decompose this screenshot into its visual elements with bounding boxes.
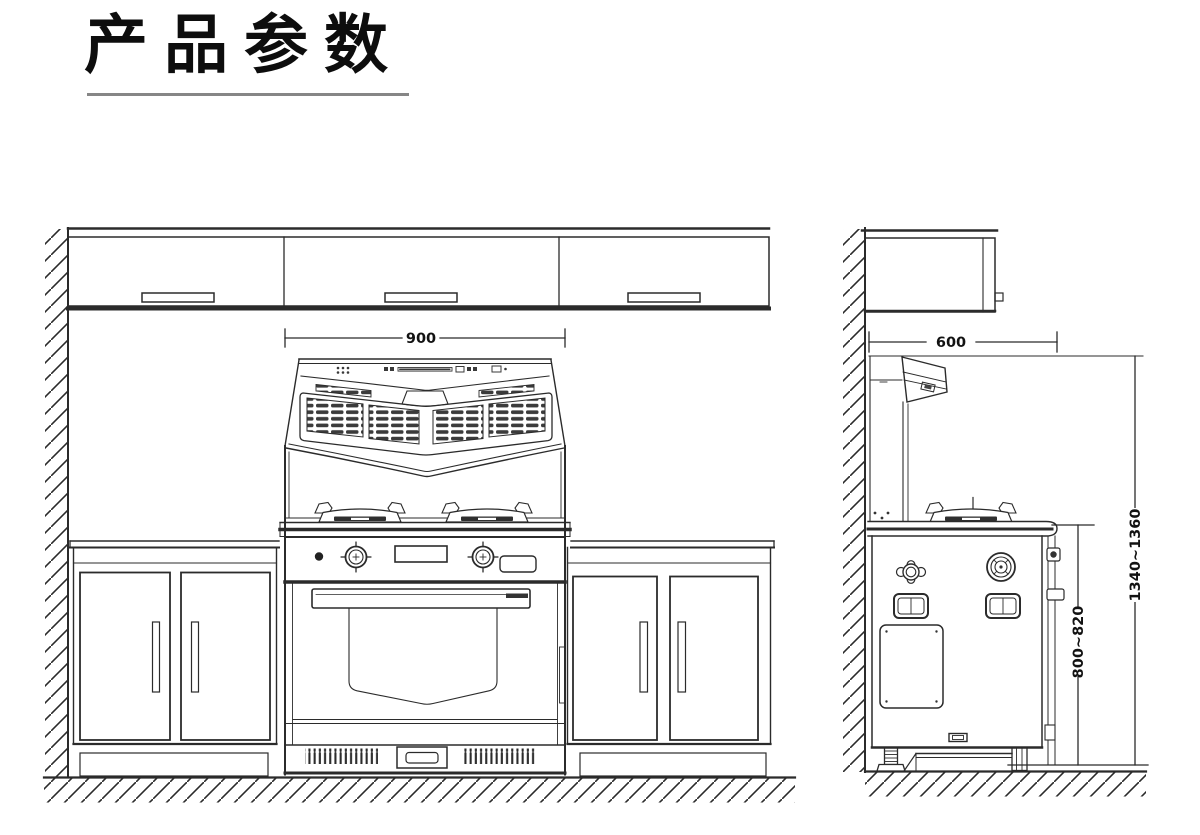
door-handle [639,621,649,693]
burner-right [441,501,533,523]
oven-window [348,607,498,705]
floor-hatch-front [42,776,797,803]
dimension-label-overall-height: 1340~1360 [1128,509,1144,602]
hood-power-icon [491,365,502,373]
plinth-side [903,752,1013,772]
hood-head [901,356,948,403]
control-knob-left [340,541,372,573]
leveling-feet [876,746,1028,772]
wall-cabinet-side [860,229,1004,313]
access-panel [879,624,944,709]
dimension-label-depth: 600 [936,335,966,351]
width-dimension [284,328,566,348]
gas-valve-knob [895,560,927,584]
overall-height-dimension [1127,355,1143,766]
ignition-button [499,555,537,573]
cabinet-door-handle [627,292,701,303]
power-indicator [314,552,324,561]
side-dial [986,552,1016,582]
cooktop [278,501,572,538]
hood-grille-panel [306,397,364,438]
hood-grille-panel [368,404,420,445]
hood-grille [299,392,553,456]
cabinet-door-handle [384,292,458,303]
vent-port-left [893,593,929,619]
hood-slider [397,367,453,372]
rear-spacer [1044,535,1065,765]
door-handle [151,621,161,693]
hood-side [869,356,948,522]
dimension-label-width: 900 [406,331,436,347]
toe-kick [579,752,767,777]
cabinet-door-handle [994,292,1004,302]
oven-handle [311,588,531,609]
hood-center-piece [401,390,449,407]
countertop-side [866,520,1058,537]
hood-grille-panel [488,397,546,438]
control-knob-right [467,541,499,573]
stove-side-body [870,535,1065,772]
base-cabinet-left [69,540,280,777]
front-view [42,227,797,803]
display-window [394,545,448,563]
door-handle [190,621,200,693]
counter-height-dimension [1007,524,1149,766]
dimension-label-counter-height: 800~820 [1071,606,1087,679]
cabinet-door [79,571,171,741]
toe-kick [79,752,269,777]
door-handle [677,621,687,693]
rear-tab [1046,588,1065,601]
vent-grille [283,744,567,775]
oven-door [283,583,567,775]
floor-hatch-side [863,770,1148,797]
title-underline [87,93,409,96]
rating-plate [948,732,968,743]
burner-side [925,496,1017,523]
depth-dimension [868,331,1058,353]
cabinet-door [669,575,759,741]
brand-logo [506,593,528,598]
cabinet-door-handle [141,292,215,303]
wall-hatch-left [45,227,69,779]
hood-control-panel [336,365,507,374]
vent-port-right [985,593,1021,619]
door-hinge [559,646,566,704]
wall-hatch-side [843,227,866,773]
base-cabinet-right [566,540,775,777]
range-hood [284,358,566,478]
hood-vent-strip-right [478,383,535,398]
hood-grille-panel [432,404,484,445]
cabinet-door [572,575,658,741]
cabinet-door [180,571,271,741]
upper-cabinets [66,227,771,311]
hood-vent-strip-left [315,383,372,398]
side-view [843,227,1149,797]
page-title: 产品参数 [84,9,404,83]
stove-control-panel [283,537,567,584]
burner-left [314,501,406,523]
